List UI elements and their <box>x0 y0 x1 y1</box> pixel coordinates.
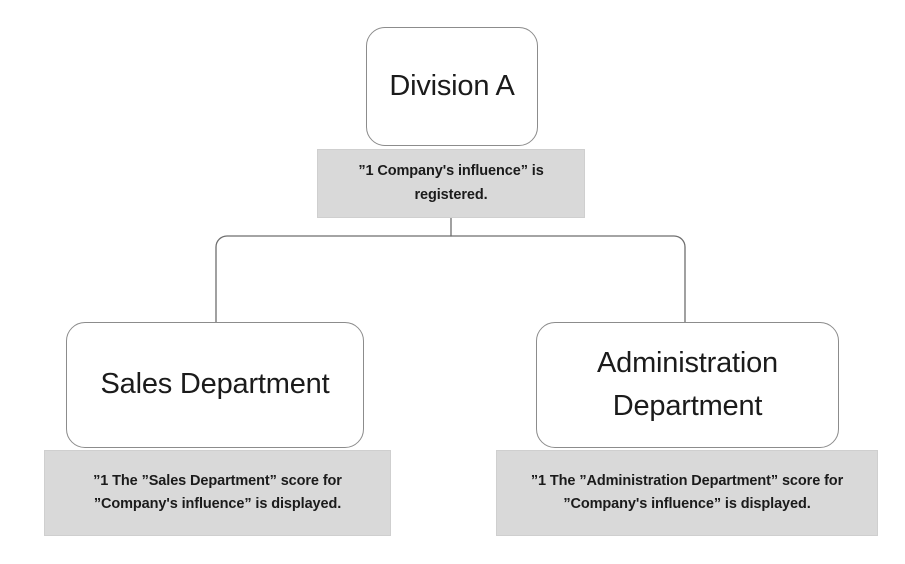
node-card-division-a[interactable]: Division A <box>366 27 538 146</box>
node-title-sales-department: Sales Department <box>100 368 330 401</box>
note-text-division-a: ”1 Company's influence” is registered. <box>358 163 544 203</box>
connector-bus-left <box>215 235 452 323</box>
connector-bus-right <box>450 235 686 323</box>
note-box-sales-department[interactable]: ”1 The ”Sales Department” score for ”Com… <box>44 450 391 536</box>
node-card-sales-department[interactable]: Sales Department <box>66 322 364 448</box>
node-title-division-a: Division A <box>389 69 515 102</box>
note-box-division-a[interactable]: ”1 Company's influence” is registered. <box>317 149 585 218</box>
node-card-administration-department[interactable]: Administration Department <box>536 322 839 448</box>
note-text-administration-department: ”1 The ”Administration Department” score… <box>530 472 844 512</box>
note-text-sales-department: ”1 The ”Sales Department” score for ”Com… <box>93 472 342 512</box>
note-box-administration-department[interactable]: ”1 The ”Administration Department” score… <box>496 450 878 536</box>
node-title-administration-department: Administration Department <box>597 347 778 422</box>
